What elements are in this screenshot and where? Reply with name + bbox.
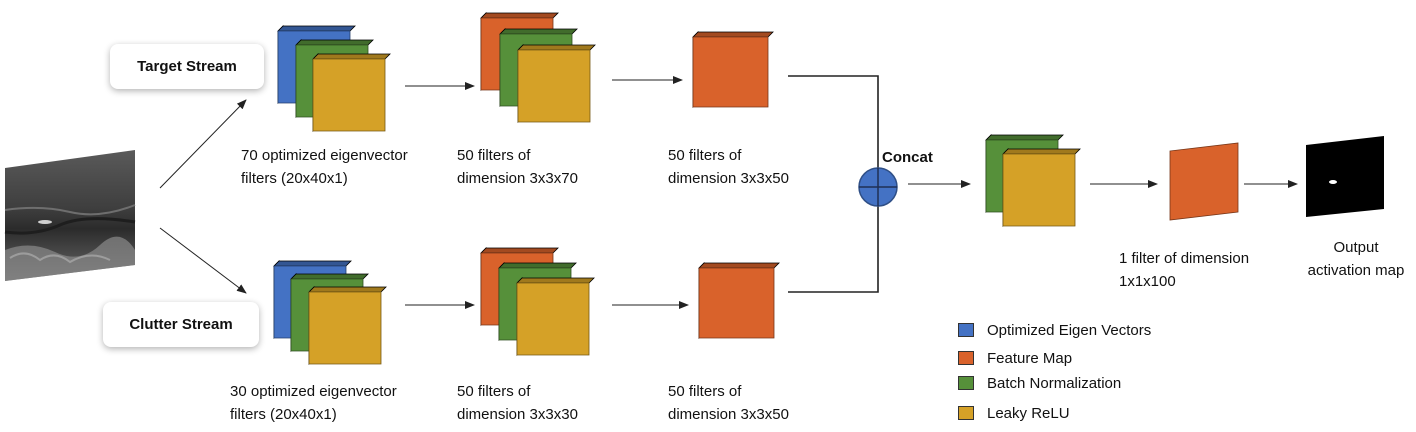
merged-relu-block — [1002, 153, 1076, 227]
concat-label: Concat — [882, 149, 933, 166]
arrow-to-clutter — [159, 227, 247, 294]
legend-label-feature-map: Feature Map — [987, 349, 1073, 367]
caption-line: filters (20x40x1) — [230, 406, 337, 423]
final-filter-block — [1169, 142, 1239, 221]
clutter-relu1-block — [308, 291, 382, 365]
clutter-conv2-caption: 50 filters of dimension 3x3x50 — [668, 380, 789, 426]
target-conv2-feature-block — [692, 36, 769, 108]
target-eigen-caption: 70 optimized eigenvector filters (20x40x… — [241, 144, 408, 190]
legend-label-eigen: Optimized Eigen Vectors — [987, 321, 1152, 339]
layer-blocks — [273, 12, 1239, 365]
output-activation-map — [1306, 136, 1384, 217]
clutter-conv1-bn-block-top — [498, 262, 577, 269]
caption-line: 50 filters of — [668, 383, 742, 400]
caption-line: Output — [1333, 239, 1379, 256]
target-bn1-block-top — [295, 39, 374, 46]
legend-label-batch-norm: Batch Normalization — [987, 374, 1122, 392]
arrow-to-target — [159, 99, 247, 189]
target-relu1-block-top — [312, 53, 391, 60]
target-conv1-relu-block — [517, 49, 591, 123]
target-conv1-bn-block-top — [499, 28, 578, 35]
legend-swatch-batch-norm — [958, 376, 974, 390]
target-conv2-feature-block-top — [692, 31, 774, 38]
clutter-conv1-relu-block — [516, 282, 590, 356]
caption-line: dimension 3x3x50 — [668, 170, 789, 187]
legend-item-eigen: Optimized Eigen Vectors — [958, 321, 1151, 339]
caption-line: 50 filters of — [457, 147, 531, 164]
caption-line: filters (20x40x1) — [241, 170, 348, 187]
input-image — [4, 150, 136, 281]
caption-line: 50 filters of — [457, 383, 531, 400]
caption-line: dimension 3x3x50 — [668, 406, 789, 423]
legend-swatch-eigen — [958, 323, 974, 337]
legend-item-feature-map: Feature Map — [958, 349, 1072, 367]
caption-line: 1x1x100 — [1119, 273, 1176, 290]
clutter-conv1-feature-block-top — [480, 247, 559, 254]
target-conv2-caption: 50 filters of dimension 3x3x50 — [668, 144, 789, 190]
legend-item-leaky-relu: Leaky ReLU — [958, 404, 1070, 422]
clutter-eigen-block-top — [273, 260, 352, 267]
clutter-conv1-relu-block-top — [516, 277, 595, 284]
target-stream-label: Target Stream — [110, 44, 264, 89]
concat-node — [858, 167, 898, 207]
clutter-relu1-block-top — [308, 286, 387, 293]
target-stream-text: Target Stream — [137, 58, 237, 75]
legend-swatch-leaky-relu — [958, 406, 974, 420]
caption-line: 1 filter of dimension — [1119, 250, 1250, 267]
caption-line: 30 optimized eigenvector — [230, 383, 397, 400]
caption-line: 70 optimized eigenvector — [241, 147, 408, 164]
caption-line: 50 filters of — [668, 147, 742, 164]
legend-label-leaky-relu: Leaky ReLU — [987, 404, 1070, 422]
merged-bn-block-top — [985, 134, 1064, 141]
clutter-bn1-block-top — [290, 273, 369, 280]
legend-swatch-feature-map — [958, 351, 974, 365]
final-filter-caption: 1 filter of dimension 1x1x100 — [1119, 247, 1249, 293]
output-caption: Output activation map — [1300, 236, 1412, 282]
target-conv1-relu-block-top — [517, 44, 596, 51]
legend-item-batch-norm: Batch Normalization — [958, 374, 1121, 392]
clutter-conv2-feature-block-top — [698, 262, 780, 269]
caption-line: activation map — [1307, 262, 1405, 279]
target-eigen-block-top — [277, 25, 356, 32]
merge-line-target — [788, 75, 879, 168]
caption-line: dimension 3x3x30 — [457, 406, 578, 423]
clutter-stream-text: Clutter Stream — [129, 316, 233, 333]
clutter-stream-label: Clutter Stream — [103, 302, 259, 347]
merged-relu-block-top — [1002, 148, 1081, 155]
target-conv1-caption: 50 filters of dimension 3x3x70 — [457, 144, 578, 190]
target-relu1-block — [312, 58, 386, 132]
clutter-eigen-caption: 30 optimized eigenvector filters (20x40x… — [230, 380, 397, 426]
clutter-conv2-feature-block — [698, 267, 775, 339]
target-conv1-feature-block-top — [480, 12, 559, 19]
caption-line: dimension 3x3x70 — [457, 170, 578, 187]
clutter-conv1-caption: 50 filters of dimension 3x3x30 — [457, 380, 578, 426]
merge-line-clutter — [788, 206, 879, 293]
